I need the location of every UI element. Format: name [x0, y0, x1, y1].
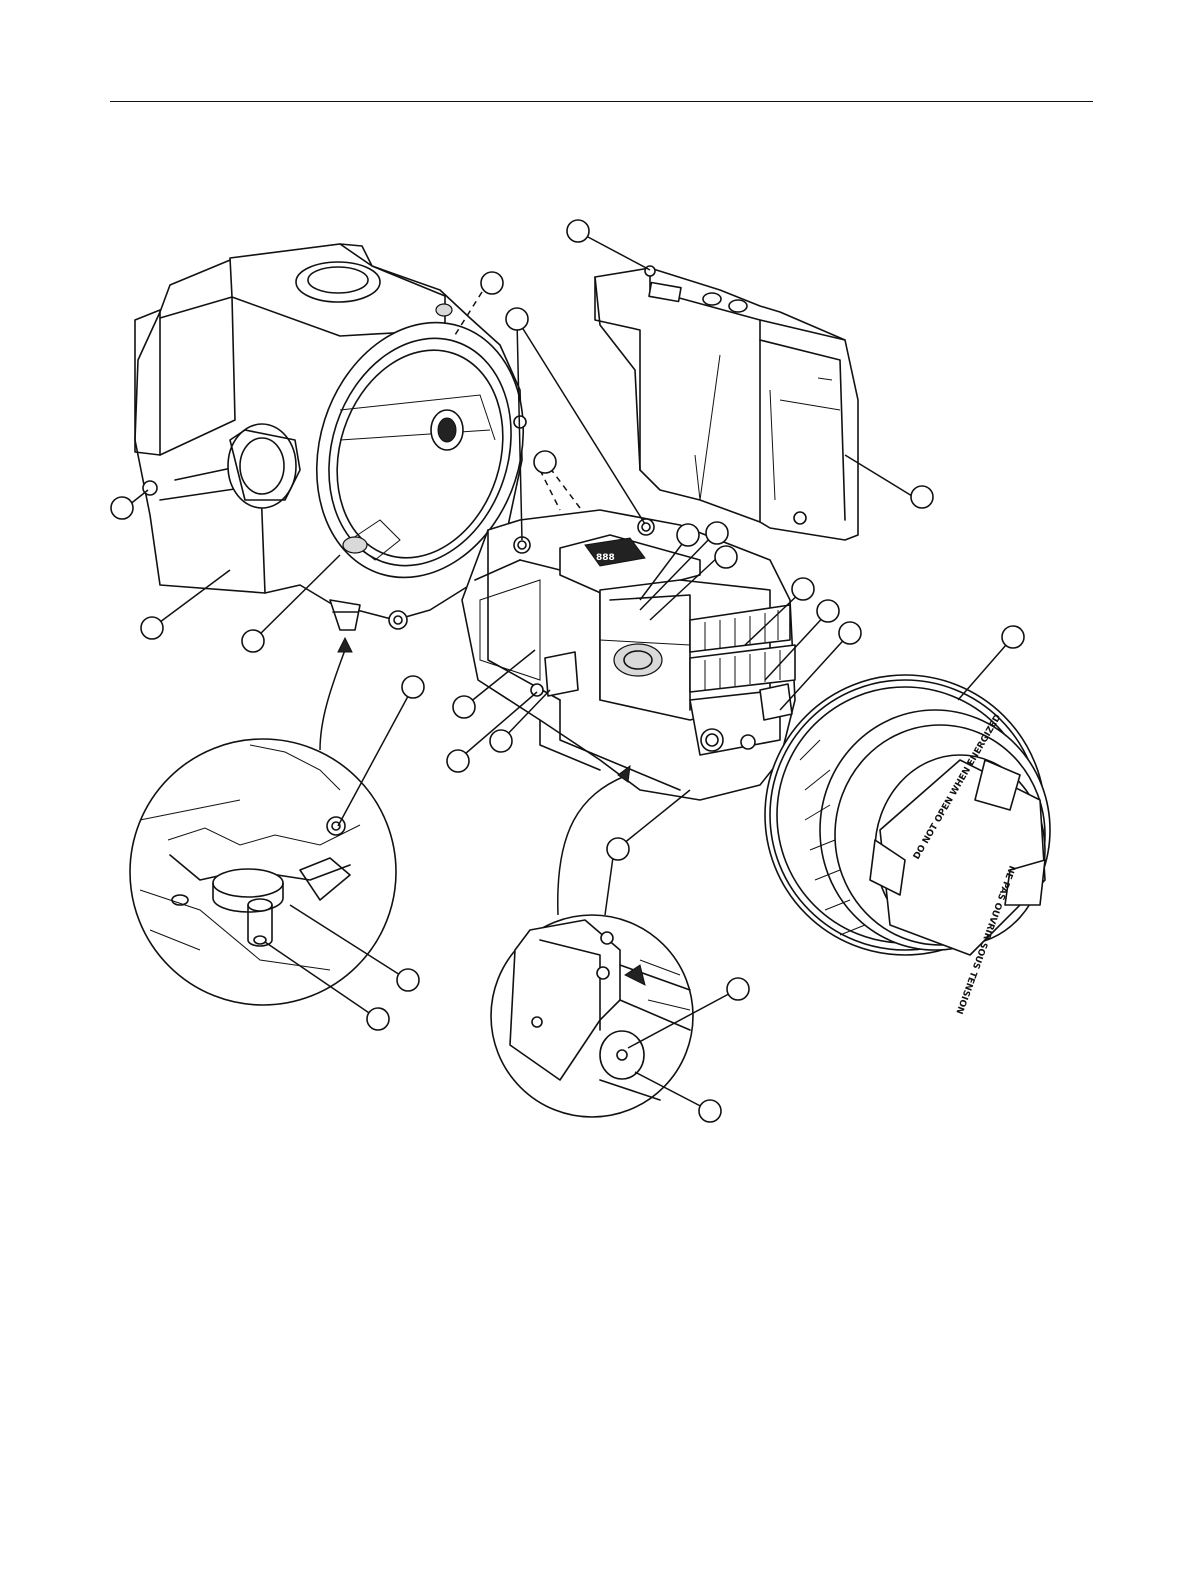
callout-bubble	[715, 546, 737, 568]
terminal-cover	[595, 266, 858, 540]
callout-bubble	[490, 730, 512, 752]
callout-bubble	[911, 486, 933, 508]
electronics-module: 888	[462, 510, 795, 800]
callout-bubble	[481, 272, 503, 294]
callout-bubble	[727, 978, 749, 1000]
callout-bubble	[447, 750, 469, 772]
callout-bubble	[839, 622, 861, 644]
callout-bubble	[367, 1008, 389, 1030]
callout-bubble	[506, 308, 528, 330]
detail-view-left	[130, 739, 396, 1005]
callout-bubble	[706, 522, 728, 544]
callout-bubble	[607, 838, 629, 860]
callout-bubble	[792, 578, 814, 600]
callout-bubble	[402, 676, 424, 698]
callout-bubble	[242, 630, 264, 652]
callout-bubble	[111, 497, 133, 519]
callout-bubble	[1002, 626, 1024, 648]
callout-bubble	[534, 451, 556, 473]
housing-cover: DO NOT OPEN WHEN ENERGIZED NE PAS OUVRIR…	[765, 675, 1050, 1015]
callout-bubble	[677, 524, 699, 546]
callout-bubble	[141, 617, 163, 639]
callout-bubble	[817, 600, 839, 622]
display-readout: 888	[596, 553, 615, 563]
callout-bubble	[567, 220, 589, 242]
callout-bubble	[699, 1100, 721, 1122]
callout-bubble	[453, 696, 475, 718]
callout-bubble	[397, 969, 419, 991]
